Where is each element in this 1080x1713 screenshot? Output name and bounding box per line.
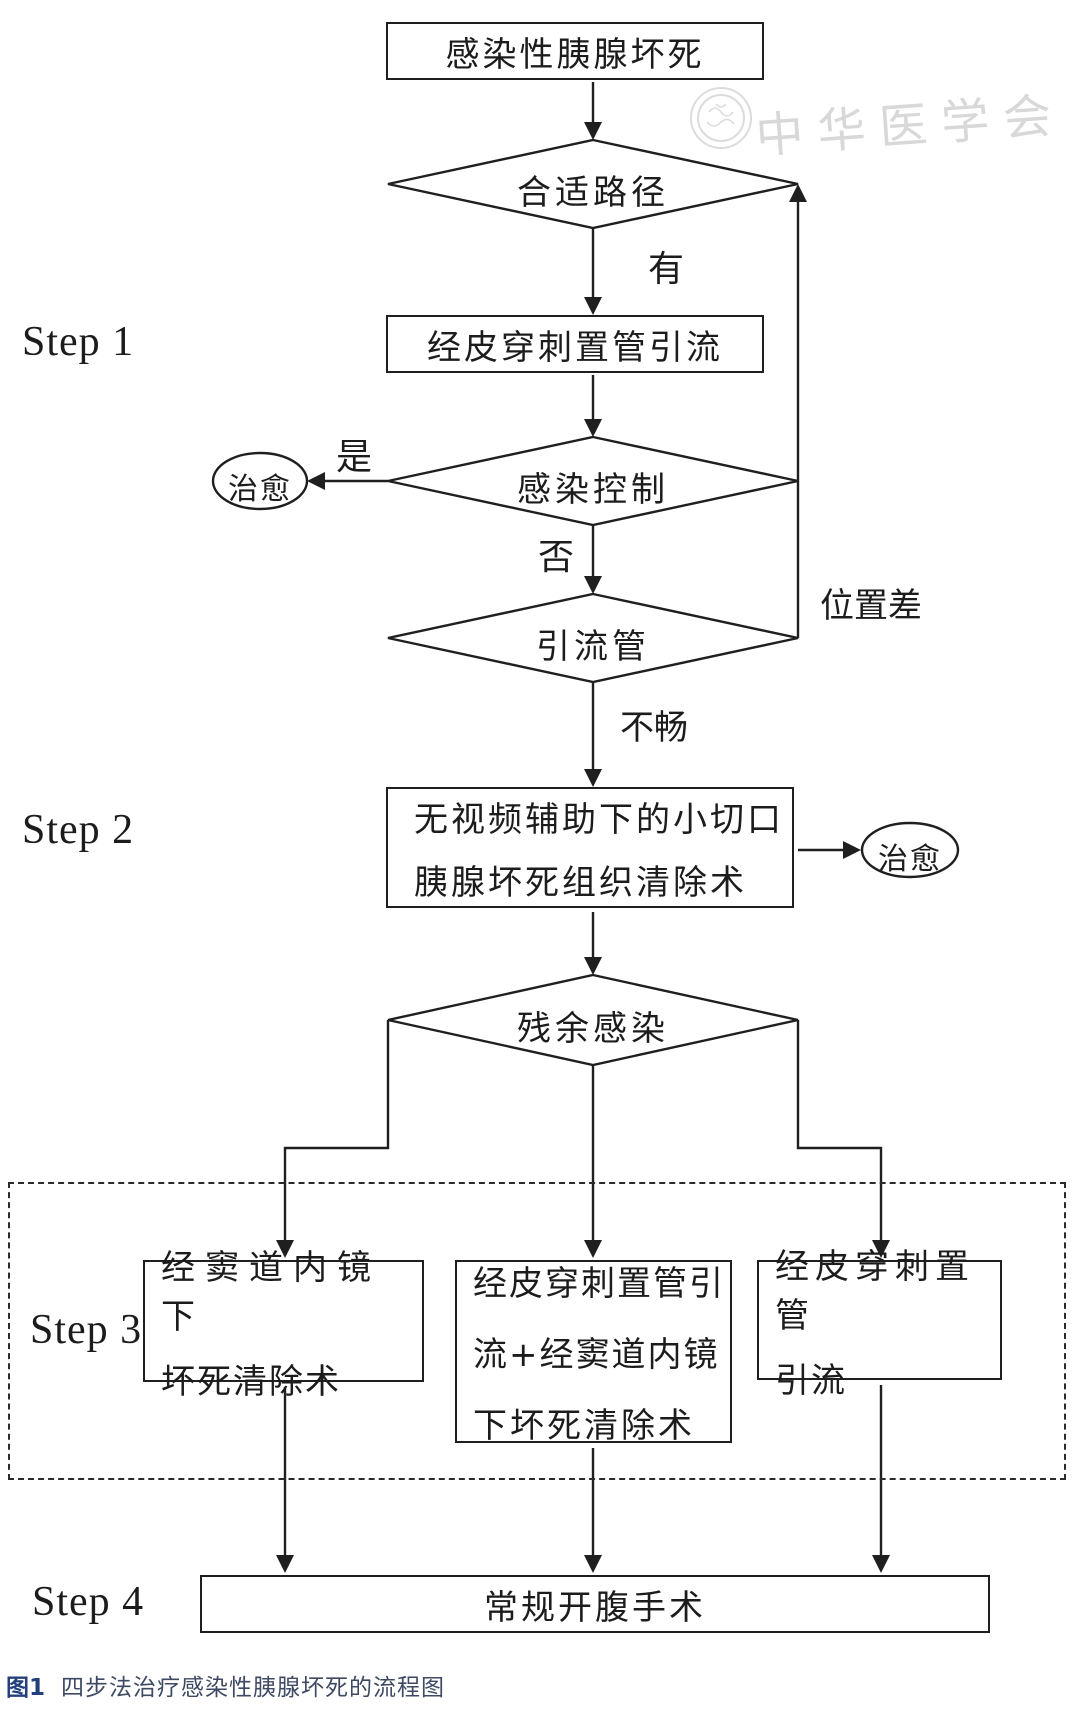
node-step2-small-incision-necrosectomy: 无视频辅助下的小切口 胰腺坏死组织清除术: [386, 787, 794, 908]
arrowhead-left-icon: [307, 472, 325, 490]
node-step3-endoscopic-necrosectomy: 经窦道内镜下 坏死清除术: [143, 1248, 424, 1402]
node-step3-mid-line2: 流+经窦道内镜: [473, 1335, 720, 1375]
node-step3-left-line2: 坏死清除术: [161, 1361, 341, 1402]
arrowhead-down-icon: [584, 122, 602, 140]
node-step1-label: 经皮穿刺置管引流: [427, 327, 723, 368]
decision-drain-tube-label: 引流管: [536, 627, 650, 667]
node-step3-drainage-plus-endoscopic: 经皮穿刺置管引 流+经窦道内镜 下坏死清除术: [455, 1260, 732, 1446]
step1-label: Step 1: [22, 319, 135, 365]
decision-suitable-route-label: 合适路径: [517, 173, 669, 213]
arrowhead-up-icon: [789, 184, 807, 202]
node-step4-label: 常规开腹手术: [484, 1587, 706, 1628]
step3-label: Step 3: [30, 1307, 143, 1353]
node-start-label: 感染性胰腺坏死: [445, 34, 705, 75]
decision-suitable-route: [387, 138, 799, 230]
arrowhead-down-icon: [584, 419, 602, 437]
arrowhead-right-icon: [843, 841, 861, 859]
decision-infection-control: [387, 435, 799, 527]
arrowheads: [276, 122, 890, 1573]
node-start-infected-pancreatic-necrosis: 感染性胰腺坏死: [386, 22, 764, 80]
medical-association-seal-icon: [690, 87, 752, 149]
node-step2-line1: 无视频辅助下的小切口: [414, 799, 784, 840]
node-step4-open-laparotomy: 常规开腹手术: [200, 1575, 990, 1633]
decision-residual-infection: [387, 973, 799, 1067]
edge-label-has-route: 有: [648, 249, 685, 290]
terminal-cured-left: [211, 451, 309, 511]
decision-drain-tube: [387, 592, 799, 684]
step3-dashed-region: [8, 1182, 1066, 1480]
step2-label: Step 2: [22, 807, 135, 853]
arrowhead-down-icon: [584, 1555, 602, 1573]
edge-label-no: 否: [538, 537, 575, 578]
terminal-cured-right: [860, 821, 960, 879]
step4-label: Step 4: [32, 1579, 145, 1625]
figure-caption: 图1 四步法治疗感染性胰腺坏死的流程图: [6, 1668, 445, 1702]
decision-infection-control-label: 感染控制: [517, 470, 669, 510]
edge-label-not-smooth: 不畅: [620, 708, 688, 748]
node-step3-mid-line3: 下坏死清除术: [473, 1406, 695, 1446]
edge-label-bad-position: 位置差: [820, 586, 922, 626]
figure-number: 图1: [6, 1675, 46, 1701]
node-step3-percutaneous-drainage: 经皮穿刺置管 引流: [757, 1247, 1002, 1401]
node-step3-right-line2: 引流: [775, 1360, 847, 1401]
node-step1-percutaneous-drainage: 经皮穿刺置管引流: [386, 315, 764, 373]
arrowhead-down-icon: [872, 1555, 890, 1573]
arrowhead-down-icon: [584, 1240, 602, 1258]
arrowhead-down-icon: [872, 1240, 890, 1258]
node-step3-right-line1: 经皮穿刺置管: [775, 1246, 975, 1336]
arrowhead-down-icon: [584, 769, 602, 787]
arrowhead-down-icon: [584, 297, 602, 315]
terminal-cured-left-label: 治愈: [228, 472, 292, 507]
decision-residual-infection-label: 残余感染: [517, 1009, 669, 1049]
node-step3-mid-line1: 经皮穿刺置管引: [473, 1264, 725, 1304]
arrowhead-down-icon: [276, 1240, 294, 1258]
figure-title: 四步法治疗感染性胰腺坏死的流程图: [61, 1675, 446, 1701]
arrowhead-down-icon: [584, 576, 602, 594]
node-step2-line2: 胰腺坏死组织清除术: [414, 862, 747, 903]
arrowhead-down-icon: [584, 957, 602, 975]
edge-residual-to-left-box: [283, 1020, 390, 1242]
edge-residual-to-right-box: [796, 1020, 883, 1242]
arrowhead-down-icon: [276, 1555, 294, 1573]
edge-label-yes: 是: [336, 437, 373, 478]
terminal-cured-right-label: 治愈: [878, 842, 942, 877]
node-step3-left-line1: 经窦道内镜下: [161, 1247, 381, 1337]
